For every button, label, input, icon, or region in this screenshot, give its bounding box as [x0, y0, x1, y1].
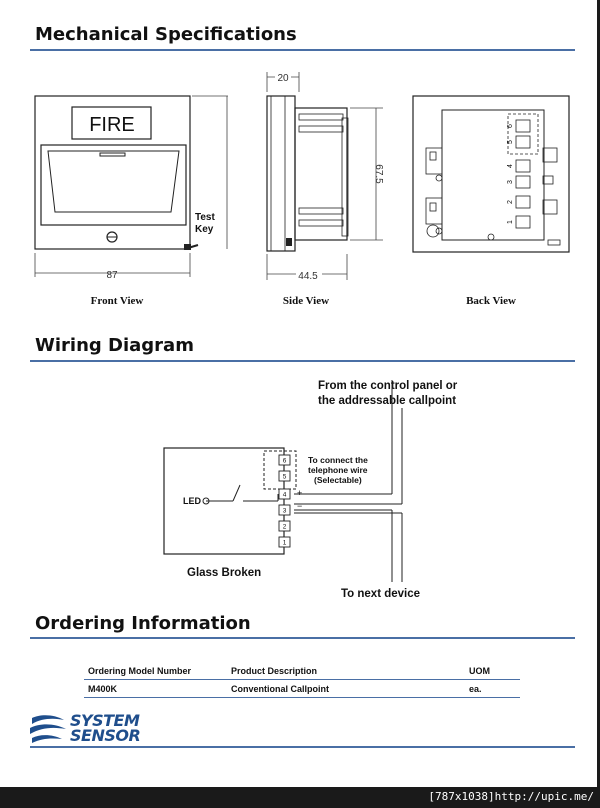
- glass-tab: [99, 152, 126, 157]
- section-rule: [30, 637, 575, 639]
- column-header: Ordering Model Number: [84, 662, 227, 680]
- image-caption: [787x1038]http://upic.me/: [428, 790, 594, 803]
- terminal-3: 3: [278, 504, 291, 516]
- table-row: M400K Conventional Callpoint ea.: [84, 679, 520, 698]
- logo-swoosh-icon: [30, 715, 66, 743]
- front-housing: [34, 95, 191, 250]
- terminal-number: 4: [283, 492, 287, 499]
- wiring-diagram: From the control panel or the addressabl…: [163, 380, 458, 600]
- led-label: LED: [183, 496, 202, 506]
- front-view-caption: Front View: [90, 295, 144, 307]
- glass-frame-outer: [40, 144, 187, 226]
- to-next-device-label: To next device: [341, 588, 420, 600]
- callpoint-box: [163, 447, 285, 555]
- back-terminal-6: 6: [507, 119, 531, 133]
- terminal-number: 6: [507, 124, 514, 128]
- terminal-number: 2: [283, 524, 287, 531]
- test-key-label-1: Test: [195, 212, 215, 223]
- glass-frame-inner: [47, 150, 180, 213]
- plus-sign: +: [297, 488, 302, 498]
- table-cell: Conventional Callpoint: [227, 679, 465, 698]
- back-terminal-2: 2: [507, 195, 531, 209]
- front-height-dim: 87: [225, 172, 228, 184]
- fire-label-box: [71, 106, 152, 140]
- terminal-number: 1: [283, 540, 287, 547]
- back-terminal-4: 4: [507, 159, 531, 173]
- back-pcb: [441, 109, 545, 241]
- terminal-number: 3: [507, 180, 514, 184]
- column-header: Product Description: [227, 662, 465, 680]
- terminal-1: 1: [278, 536, 291, 548]
- side-view-caption: Side View: [282, 295, 330, 307]
- section-rule: [30, 49, 575, 51]
- datasheet-page: Mechanical Specifications FIRE Test Key …: [0, 0, 597, 787]
- terminal-5: 5: [278, 470, 291, 482]
- minus-sign: −: [297, 501, 302, 511]
- front-width-dim: 87: [106, 270, 118, 281]
- terminal-number: 5: [283, 474, 287, 481]
- logo-text-system: SYSTEM: [70, 711, 140, 730]
- terminal-4: 4: [278, 488, 291, 500]
- terminal-number: 4: [507, 164, 514, 168]
- section-title-ordering: Ordering Information: [35, 613, 251, 634]
- side-top-dim: 20: [277, 73, 289, 84]
- table-header-row: Ordering Model Number Product Descriptio…: [84, 662, 520, 680]
- connect-label-1: To connect the: [308, 455, 368, 465]
- table-cell: M400K: [84, 679, 227, 698]
- side-width-dim: 44.5: [298, 271, 318, 282]
- back-terminal-5: 5: [507, 135, 531, 149]
- footer-rule: [30, 746, 575, 748]
- from-panel-label-2: the addressable callpoint: [318, 395, 456, 407]
- from-panel-label-1: From the control panel or: [318, 380, 458, 392]
- back-terminal-3: 3: [507, 175, 531, 189]
- section-title-mechanical: Mechanical Specifications: [35, 24, 297, 45]
- logo-text-sensor: SENSOR: [70, 726, 141, 745]
- connect-label-3: (Selectable): [314, 475, 362, 485]
- section-rule: [30, 360, 575, 362]
- back-housing: [412, 95, 570, 253]
- column-header: UOM: [465, 662, 520, 680]
- back-terminal-1: 1: [507, 215, 531, 229]
- side-view-drawing: 20 67.5 44.5: [266, 71, 384, 282]
- back-view-drawing: 6 5 4 3 2 1: [412, 95, 570, 253]
- terminal-2: 2: [278, 520, 291, 532]
- side-height-dim: 67.5: [373, 164, 384, 184]
- connect-label-2: telephone wire: [308, 465, 368, 475]
- switch-contact: [232, 484, 241, 502]
- glass-broken-label: Glass Broken: [187, 567, 261, 579]
- section-title-wiring: Wiring Diagram: [35, 335, 194, 356]
- table-cell: ea.: [465, 679, 520, 698]
- back-view-caption: Back View: [466, 295, 516, 307]
- side-body: [294, 107, 348, 241]
- terminal-number: 1: [507, 220, 514, 224]
- terminal-number: 2: [507, 200, 514, 204]
- system-sensor-logo: SYSTEM SENSOR: [28, 710, 163, 746]
- fire-label: FIRE: [89, 114, 135, 136]
- ordering-table: Ordering Model Number Product Descriptio…: [84, 662, 520, 698]
- front-view-drawing: FIRE Test Key 87 87: [34, 95, 228, 281]
- selectable-terminals-box: [507, 113, 539, 155]
- terminal-number: 6: [283, 458, 287, 465]
- test-key-label-2: Key: [195, 224, 214, 235]
- terminal-6: 6: [278, 454, 291, 466]
- terminal-number: 3: [283, 508, 287, 515]
- terminal-number: 5: [507, 140, 514, 144]
